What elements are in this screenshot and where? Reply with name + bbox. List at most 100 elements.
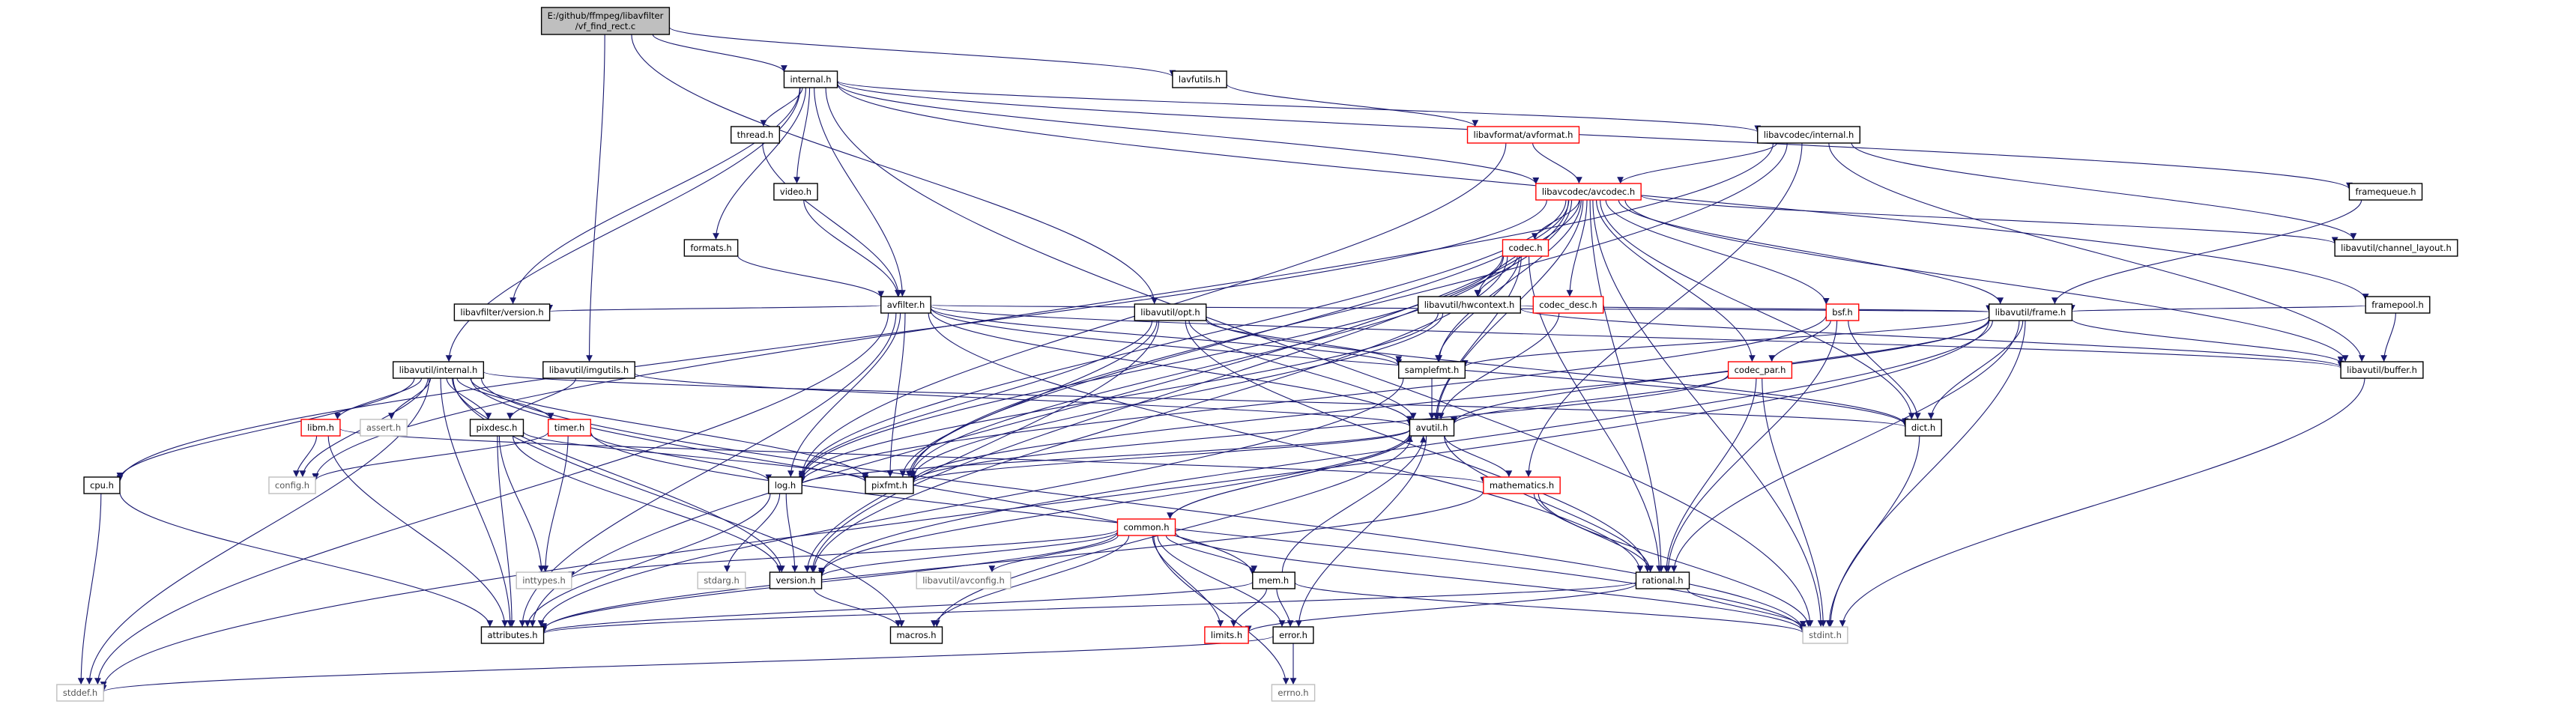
node-stdint-h[interactable]: stdint.h xyxy=(1802,626,1848,644)
node-libavcodec-avcodec-h[interactable]: libavcodec/avcodec.h xyxy=(1535,183,1642,201)
edge-common-h-to-limits-h xyxy=(1152,535,1224,628)
edge-pixdesc-h-to-attributes-h xyxy=(497,435,515,628)
node-label: E:/github/ffmpeg/libavfilter xyxy=(548,10,664,21)
node-macros-h[interactable]: macros.h xyxy=(889,626,943,644)
edge-libavutil-opt-h-to-log-h xyxy=(798,320,1153,479)
node-internal-h[interactable]: internal.h xyxy=(783,70,838,88)
node-label: libavutil/hwcontext.h xyxy=(1424,300,1515,310)
node-version-h[interactable]: version.h xyxy=(769,571,823,589)
node-label: libavutil/avconfig.h xyxy=(922,575,1005,586)
edge-libm-h-to-config-h xyxy=(293,435,318,478)
node-libavutil-imgutils-h[interactable]: libavutil/imgutils.h xyxy=(542,361,635,379)
edge-avutil-h-to-pixfmt-h xyxy=(910,429,1411,484)
edge-libavutil-hwcontext-h-to-libavutil-buffer-h xyxy=(1520,308,2344,368)
node-libavformat-avformat-h[interactable]: libavformat/avformat.h xyxy=(1466,126,1580,144)
node-label: codec_desc.h xyxy=(1539,300,1597,310)
node-stdarg-h[interactable]: stdarg.h xyxy=(697,571,746,589)
node-libavutil-internal-h[interactable]: libavutil/internal.h xyxy=(392,361,485,379)
node-formats-h[interactable]: formats.h xyxy=(683,239,739,257)
node-config-h[interactable]: config.h xyxy=(268,476,316,494)
node-cpu-h[interactable]: cpu.h xyxy=(83,476,121,494)
node-label: samplefmt.h xyxy=(1405,365,1460,375)
node-log-h[interactable]: log.h xyxy=(768,476,802,494)
edge-version-h-to-macros-h xyxy=(813,588,902,628)
edge-rational-h-to-stdint-h xyxy=(1687,588,1806,628)
edge-libavutil-frame-h-to-dict-h xyxy=(1927,320,2024,420)
node-mathematics-h[interactable]: mathematics.h xyxy=(1483,476,1561,494)
edge-libavcodec-avcodec-h-to-attributes-h xyxy=(529,199,1569,628)
node-libavcodec-internal-h[interactable]: libavcodec/internal.h xyxy=(1757,126,1860,144)
edge-mem-h-to-stdint-h xyxy=(1294,582,1806,634)
node-stddef-h[interactable]: stddef.h xyxy=(56,684,104,702)
node-attributes-h[interactable]: attributes.h xyxy=(480,626,545,644)
node-mem-h[interactable]: mem.h xyxy=(1252,571,1295,589)
node-libavutil-frame-h[interactable]: libavutil/frame.h xyxy=(1988,303,2073,321)
node-codec-desc-h[interactable]: codec_desc.h xyxy=(1532,296,1604,314)
node-rational-h[interactable]: rational.h xyxy=(1635,571,1690,589)
node-libavutil-avconfig-h[interactable]: libavutil/avconfig.h xyxy=(916,571,1012,589)
edge-libm-h-to-attributes-h xyxy=(327,435,509,628)
edge-framepool-h-to-libavutil-frame-h xyxy=(2069,304,2366,312)
node-avfilter-h[interactable]: avfilter.h xyxy=(880,296,931,314)
node-thread-h[interactable]: thread.h xyxy=(730,126,781,144)
edge-common-h-to-stdint-h xyxy=(1174,531,1806,632)
node-label: assert.h xyxy=(366,422,401,433)
edge-libavutil-opt-h-to-version-h xyxy=(803,320,1160,573)
node-libavutil-opt-h[interactable]: libavutil/opt.h xyxy=(1134,303,1207,321)
edge-libavcodec-internal-h-to-pixfmt-h xyxy=(907,142,1788,478)
node-limits-h[interactable]: limits.h xyxy=(1204,626,1249,644)
node-box xyxy=(880,296,931,314)
edge-rational-h-to-limits-h xyxy=(1245,583,1637,633)
node-libavutil-channel-layout-h[interactable]: libavutil/channel_layout.h xyxy=(2334,239,2458,257)
node-pixdesc-h[interactable]: pixdesc.h xyxy=(469,419,524,437)
node-box xyxy=(1727,361,1793,379)
node-samplefmt-h[interactable]: samplefmt.h xyxy=(1398,361,1466,379)
node-box xyxy=(469,419,524,437)
node-box xyxy=(697,571,746,589)
edge-codec-par-h-to-rational-h xyxy=(1663,377,1757,573)
node-timer-h[interactable]: timer.h xyxy=(547,419,592,437)
node-inttypes-h[interactable]: inttypes.h xyxy=(515,571,572,589)
node-dict-h[interactable]: dict.h xyxy=(1905,419,1942,437)
node-box xyxy=(1635,571,1690,589)
node-pixfmt-h[interactable]: pixfmt.h xyxy=(865,476,914,494)
node-bsf-h[interactable]: bsf.h xyxy=(1825,303,1860,321)
node-label: codec_par.h xyxy=(1735,365,1786,375)
edge-common-h-to-macros-h xyxy=(931,535,1130,628)
edge-root-to-internal-h xyxy=(652,34,787,73)
edge-avutil-h-to-mathematics-h xyxy=(1444,435,1513,478)
edge-root-to-libavutil-opt-h xyxy=(631,34,1158,305)
edge-libavcodec-avcodec-h-to-bsf-h xyxy=(1605,199,1830,305)
edge-codec-desc-h-to-avutil-h xyxy=(1437,312,1560,420)
node-errno-h[interactable]: errno.h xyxy=(1271,684,1316,702)
edge-libavcodec-avcodec-h-to-cpu-h xyxy=(116,199,1547,482)
node-label: libavformat/avformat.h xyxy=(1474,130,1573,140)
node-libavutil-hwcontext-h[interactable]: libavutil/hwcontext.h xyxy=(1418,296,1521,314)
node-label: bsf.h xyxy=(1832,307,1852,318)
node-box xyxy=(56,684,104,702)
edge-common-h-to-avutil-h xyxy=(1169,435,1413,520)
node-codec-h[interactable]: codec.h xyxy=(1502,239,1549,257)
edge-libavutil-internal-h-to-cpu-h xyxy=(116,377,415,479)
node-common-h[interactable]: common.h xyxy=(1116,518,1176,536)
node-libavfilter-version-h[interactable]: libavfilter/version.h xyxy=(453,303,551,321)
edge-libavutil-internal-h-to-assert-h xyxy=(388,377,432,420)
node-error-h[interactable]: error.h xyxy=(1272,626,1314,644)
node-framepool-h[interactable]: framepool.h xyxy=(2365,296,2431,314)
node-lavfutils-h[interactable]: lavfutils.h xyxy=(1172,70,1227,88)
edge-mathematics-h-to-attributes-h xyxy=(540,491,1484,631)
node-codec-par-h[interactable]: codec_par.h xyxy=(1727,361,1793,379)
edge-avfilter-h-to-stddef-h xyxy=(94,312,889,685)
node-video-h[interactable]: video.h xyxy=(773,183,818,201)
edge-avfilter-h-to-libavfilter-version-h xyxy=(547,304,882,312)
node-framequeue-h[interactable]: framequeue.h xyxy=(2348,183,2423,201)
node-root[interactable]: E:/github/ffmpeg/libavfilter/vf_find_rec… xyxy=(540,7,671,35)
edge-libavcodec-avcodec-h-to-log-h xyxy=(798,199,1567,479)
node-libm-h[interactable]: libm.h xyxy=(300,419,341,437)
node-assert-h[interactable]: assert.h xyxy=(360,419,408,437)
node-libavutil-buffer-h[interactable]: libavutil/buffer.h xyxy=(2340,361,2424,379)
node-avutil-h[interactable]: avutil.h xyxy=(1409,419,1455,437)
node-box xyxy=(1466,126,1580,144)
node-box xyxy=(1116,518,1176,536)
